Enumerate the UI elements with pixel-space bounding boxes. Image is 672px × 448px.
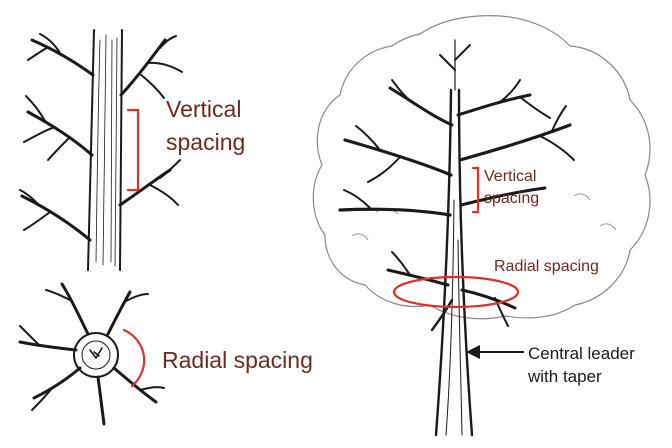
radial-view-illustration — [20, 284, 164, 424]
radial-spacing-label: Radial spacing — [162, 347, 313, 373]
vertical-spacing-label-line1: Vertical — [166, 96, 241, 122]
central-leader-label-line2: with taper — [527, 367, 602, 386]
tree-canopy-outline — [313, 16, 650, 319]
tree-radial-spacing-label: Radial spacing — [494, 258, 599, 275]
trunk-section-illustration — [20, 30, 182, 270]
tree-vertical-spacing-bracket — [473, 168, 478, 212]
vertical-spacing-bracket — [128, 110, 138, 190]
tree-radial-spacing-ellipse — [394, 277, 518, 307]
vertical-spacing-label-line2: spacing — [166, 129, 245, 155]
tree-vertical-spacing-label-line2: spacing — [484, 190, 539, 207]
leader-arrow-head — [466, 345, 480, 359]
central-leader-label-line1: Central leader — [528, 344, 635, 363]
tree-vertical-spacing-label-line1: Vertical — [484, 168, 536, 185]
